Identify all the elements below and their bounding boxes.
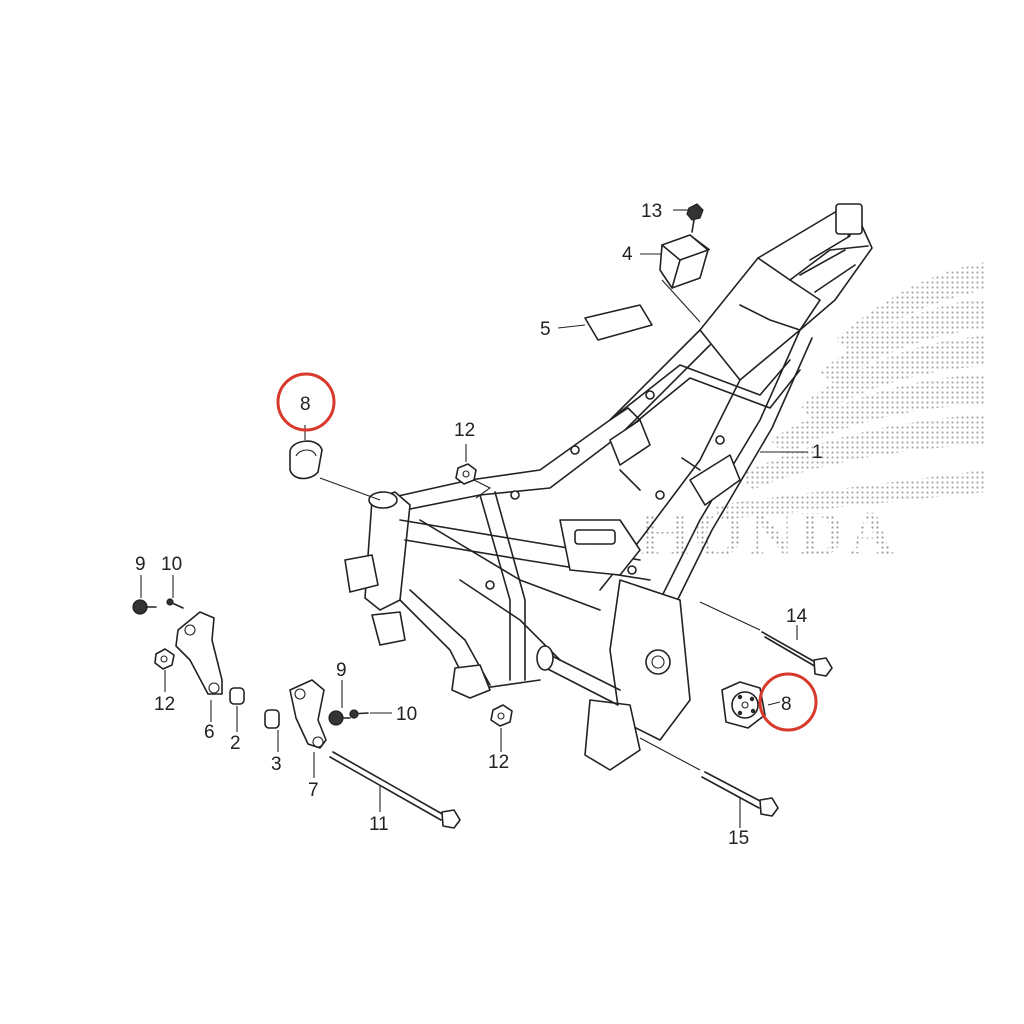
highlight-circle-lower (758, 672, 818, 732)
callout-2: 2 (230, 733, 241, 754)
part-9-bolt-left (132, 599, 157, 615)
highlight-circle-upper (276, 372, 336, 432)
part-9-bolt-right (328, 710, 351, 726)
center-plate (559, 519, 641, 576)
part-6-bracket (175, 611, 223, 695)
head-gusset (344, 554, 379, 593)
honda-watermark-text: HONDA (640, 498, 898, 569)
part-14-bolt (761, 631, 833, 677)
callout-12-left: 12 (154, 694, 175, 715)
callout-13: 13 (641, 201, 662, 222)
part-12-nut-lower (490, 704, 513, 727)
part-8-mount-upper (289, 440, 323, 480)
part-2-collar (229, 687, 245, 705)
callout-4: 4 (622, 244, 633, 265)
callout-15: 15 (728, 828, 749, 849)
callout-1: 1 (812, 442, 823, 463)
honda-wing-logo (715, 262, 985, 520)
footpeg-bracket (584, 699, 641, 771)
head-pipe (364, 491, 411, 611)
part-12-nut-upper (455, 463, 477, 485)
part-11-bolt (329, 751, 461, 829)
callout-3: 3 (271, 754, 282, 775)
part-10-screw-right (349, 709, 369, 719)
callout-9-right: 9 (336, 660, 347, 681)
callout-12-upper: 12 (454, 420, 475, 441)
part-10-screw-left (166, 598, 184, 609)
callout-5: 5 (540, 319, 551, 340)
callout-10-left: 10 (161, 554, 182, 575)
part-15-bolt (701, 771, 779, 817)
part-8-mount-lower (721, 681, 766, 729)
callout-8-lower: 8 (781, 694, 792, 715)
grab-rail (835, 203, 863, 235)
part-5-plate (584, 304, 653, 341)
callout-7: 7 (308, 780, 319, 801)
callout-9-left: 9 (135, 554, 146, 575)
callout-8-upper: 8 (300, 394, 311, 415)
callout-10-right: 10 (396, 704, 417, 725)
callout-labels: 1 2 3 4 5 6 7 8 8 9 9 10 10 11 12 12 12 … (135, 201, 823, 849)
callout-14: 14 (786, 606, 808, 627)
frame-assembly (344, 203, 873, 771)
callout-11: 11 (369, 814, 389, 835)
part-7-bracket (289, 679, 327, 749)
part-3-collar (264, 709, 280, 729)
part-13-bolt (686, 203, 704, 233)
leader-lines (140, 209, 808, 828)
callout-6: 6 (204, 722, 215, 743)
callout-12-lower: 12 (488, 752, 509, 773)
part-12-nut-left (154, 648, 175, 670)
